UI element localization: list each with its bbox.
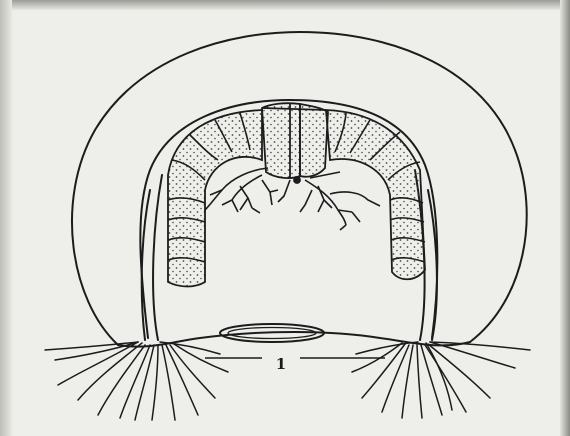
left-tentacles: [45, 342, 228, 420]
label-1: 1: [276, 355, 286, 373]
right-tentacles: [352, 342, 530, 418]
manubrium: [262, 103, 328, 178]
outer-bell: [72, 32, 527, 345]
left-canal-inner: [153, 175, 162, 340]
